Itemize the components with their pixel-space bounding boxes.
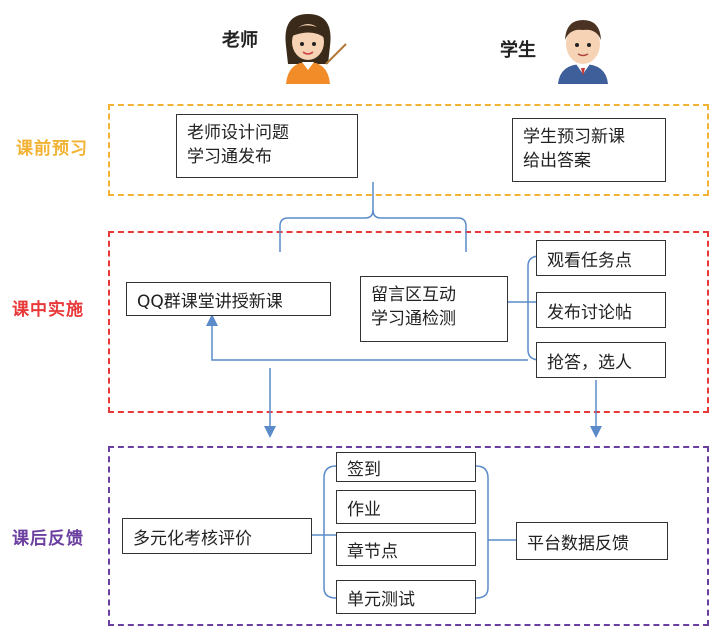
student-task-line1: 学生预习新课 [523,127,625,147]
task-watch-box: 观看任务点 [536,240,666,276]
qq-lecture-box: QQ群课堂讲授新课 [126,282,331,316]
task-discussion-box: 发布讨论帖 [536,292,666,328]
phase-label-during: 课中实施 [12,300,84,320]
item-signin-box: 签到 [336,452,476,482]
phase-frame-after [108,446,709,626]
platform-feedback-box: 平台数据反馈 [516,522,668,560]
item-chapter-box: 章节点 [336,532,476,566]
teacher-avatar-icon [268,6,348,84]
item-homework-box: 作业 [336,490,476,524]
student-avatar-icon [548,12,618,84]
comment-test-box: 留言区互动 学习通检测 [360,276,508,342]
task-quiz-box: 抢答，选人 [536,342,666,378]
student-label: 学生 [500,40,536,61]
student-task-box: 学生预习新课 给出答案 [512,118,666,182]
phase-frame-pre [108,104,709,196]
comment-test-line2: 学习通检测 [371,309,456,329]
comment-test-line1: 留言区互动 [371,285,456,305]
phase-frame-during [108,231,709,413]
teacher-task-line1: 老师设计问题 [187,123,289,143]
teacher-task-line2: 学习通发布 [187,147,272,167]
student-task-line2: 给出答案 [523,151,591,171]
teacher-task-box: 老师设计问题 学习通发布 [176,114,358,178]
phase-label-pre: 课前预习 [16,139,88,159]
phase-label-after: 课后反馈 [12,529,84,549]
item-unit-test-box: 单元测试 [336,580,476,614]
teacher-label: 老师 [222,30,258,51]
evaluation-box: 多元化考核评价 [122,518,312,554]
